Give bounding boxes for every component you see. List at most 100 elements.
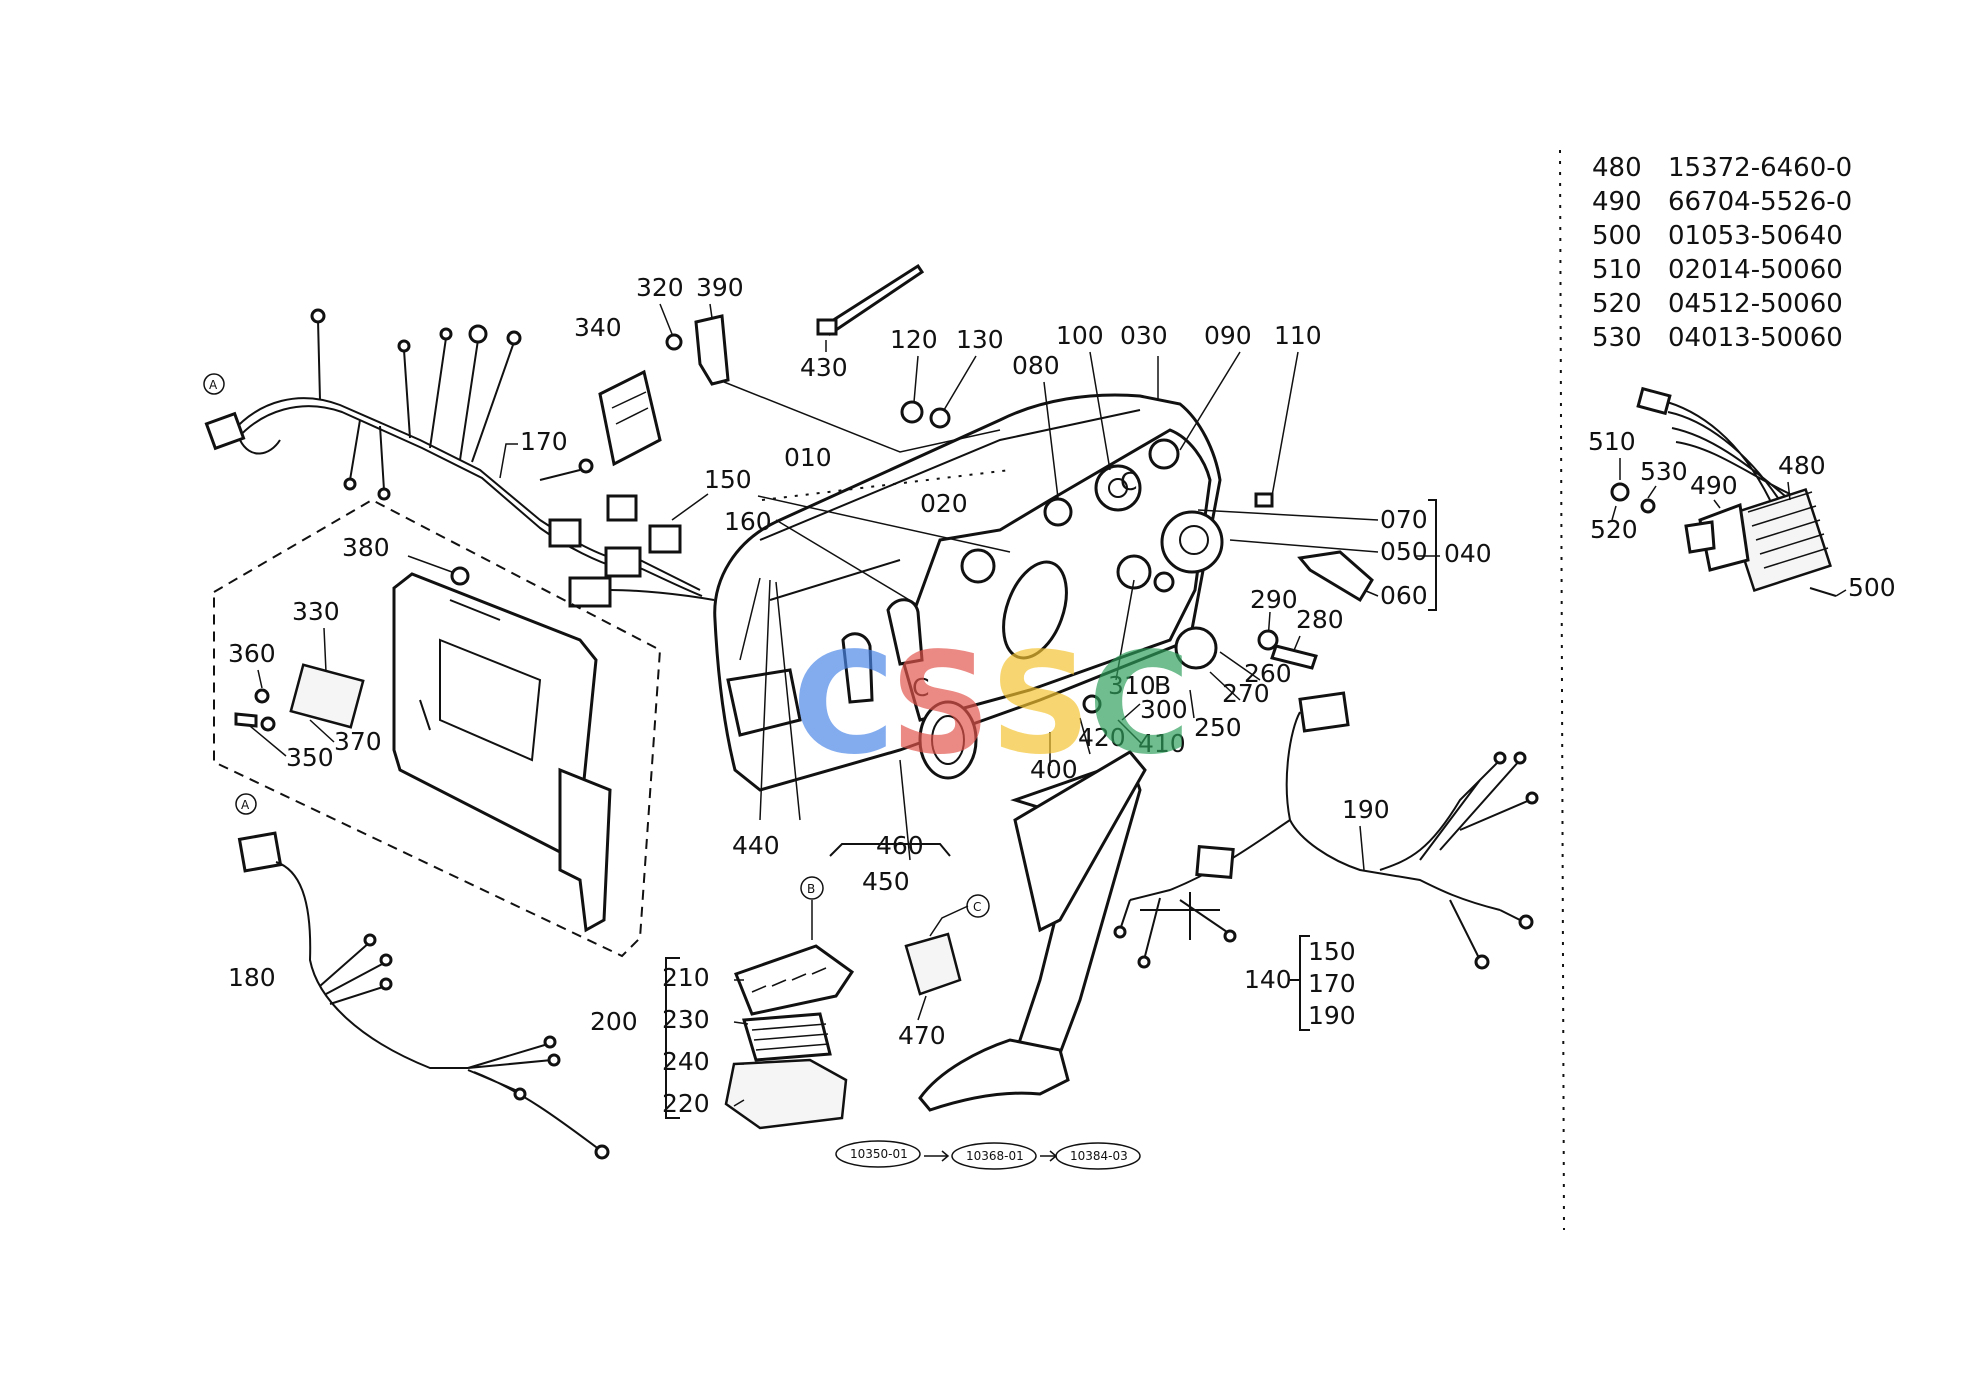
- flasher-unit-icon: [904, 932, 962, 996]
- terminal-icon: [547, 1053, 561, 1067]
- terminal-icon: [1474, 954, 1490, 970]
- fuse-holder-icon: [734, 944, 855, 1016]
- marker-circle-icon: [800, 876, 824, 900]
- key-switch-inner-icon: [1179, 525, 1209, 555]
- callout-500: 500: [1848, 573, 1896, 602]
- callout-030: 030: [1120, 321, 1168, 350]
- column-plate: [1013, 750, 1147, 933]
- knob-icon: [1148, 438, 1180, 470]
- terminal-icon: [377, 487, 391, 501]
- fuse-lines: [751, 1023, 830, 1051]
- terminal-icon: [1223, 929, 1237, 943]
- plug-icon: [237, 831, 283, 873]
- leader-lines: [739, 351, 1440, 861]
- callout-070: 070: [1380, 505, 1428, 534]
- marker-circle-icon: [203, 373, 225, 395]
- bracket-140: [1290, 935, 1310, 1031]
- watermark-letter: S: [990, 623, 1091, 786]
- callout-480: 480: [1778, 451, 1826, 480]
- connector-marker-c: C: [912, 673, 929, 702]
- callout-020: 020: [920, 489, 968, 518]
- callout-180: 180: [228, 963, 276, 992]
- callout-390: 390: [696, 273, 744, 302]
- serial-arrow-icon: [924, 1150, 950, 1162]
- table-ref: 500: [1592, 221, 1642, 251]
- connector-icon: [604, 546, 642, 578]
- callout-510: 510: [1588, 427, 1636, 456]
- table-ref: 520: [1592, 289, 1642, 319]
- plate-extension: [558, 767, 612, 933]
- serial-number-flow: 10350-01 10368-01 10384-03: [835, 1140, 1141, 1170]
- watermark-letter: C: [1088, 623, 1191, 786]
- watermark-letter: C: [792, 623, 895, 786]
- callout-210: 210: [662, 963, 710, 992]
- callout-090: 090: [1204, 321, 1252, 350]
- connector-icon: [1298, 691, 1350, 733]
- callout-250: 250: [1194, 713, 1242, 742]
- watermark-logo: C S S C: [792, 623, 1191, 786]
- marker-a: A: [209, 378, 218, 392]
- callout-380: 380: [342, 533, 390, 562]
- screw-icon: [1270, 644, 1318, 670]
- wiring-harness-170: [204, 308, 715, 608]
- connector-marker-a: A: [235, 793, 257, 815]
- washer-icon: [1257, 629, 1279, 651]
- serial-arrow-icon: [1040, 1150, 1058, 1162]
- terminal-icon: [379, 953, 393, 967]
- leader-lines: [499, 443, 709, 521]
- marker-c: C: [973, 900, 981, 914]
- relay-330-icon: [289, 663, 365, 729]
- terminal-icon: [397, 339, 411, 353]
- washer-icon: [929, 407, 951, 429]
- leader: [1359, 825, 1365, 871]
- flasher-tab: [929, 905, 969, 937]
- callout-290: 290: [1250, 585, 1298, 614]
- harness-bundle: [609, 559, 715, 601]
- terminal-icon: [1525, 791, 1539, 805]
- leader-lines: [913, 355, 977, 411]
- callout-350: 350: [286, 743, 334, 772]
- callout-170-group: 170: [1308, 969, 1356, 998]
- terminal-icon: [310, 308, 326, 324]
- callout-470: 470: [898, 1021, 946, 1050]
- marker-b: B: [807, 882, 815, 896]
- callout-410: 410: [1138, 729, 1186, 758]
- screw-icon: [1809, 587, 1837, 597]
- harness-branch: [317, 319, 581, 491]
- marker-circle-icon: [235, 793, 257, 815]
- switch-icon: [1116, 554, 1152, 590]
- callout-430: 430: [800, 353, 848, 382]
- callout-240: 240: [662, 1047, 710, 1076]
- harness-trunk: [1285, 711, 1501, 911]
- serial-oval: [951, 1142, 1037, 1170]
- connector-marker-a: A: [203, 373, 225, 395]
- leader-lines: [659, 303, 1001, 453]
- plug-icon: [1195, 844, 1235, 880]
- callout-520: 520: [1590, 515, 1638, 544]
- wiring-harness-180: [237, 831, 610, 1160]
- terminal-icon: [379, 977, 393, 991]
- panel-lip: [759, 409, 1141, 601]
- manual-case-icon: [598, 369, 662, 467]
- wiring-harness-190: [1113, 691, 1539, 970]
- callout-230: 230: [662, 1005, 710, 1034]
- washer-icon: [254, 688, 270, 704]
- regulator-connector: [1684, 520, 1716, 554]
- callout-200: 200: [590, 1007, 638, 1036]
- callout-340: 340: [574, 313, 622, 342]
- callout-460: 460: [876, 831, 924, 860]
- callout-400: 400: [1030, 755, 1078, 784]
- callout-120: 120: [890, 325, 938, 354]
- bracket-200: [665, 957, 680, 1119]
- choke-knob-icon: [841, 632, 874, 704]
- regulator-assembly: [1610, 386, 1837, 597]
- bracket-040: [1428, 499, 1437, 611]
- regulator-wires: [1659, 399, 1791, 501]
- serial-mid: 10368-01: [966, 1149, 1024, 1163]
- terminal-icon: [1113, 925, 1127, 939]
- leader: [917, 995, 927, 1021]
- serial-oval: [1055, 1142, 1141, 1170]
- leader-lines: [1611, 458, 1847, 597]
- connector-marker-c: C: [966, 894, 990, 918]
